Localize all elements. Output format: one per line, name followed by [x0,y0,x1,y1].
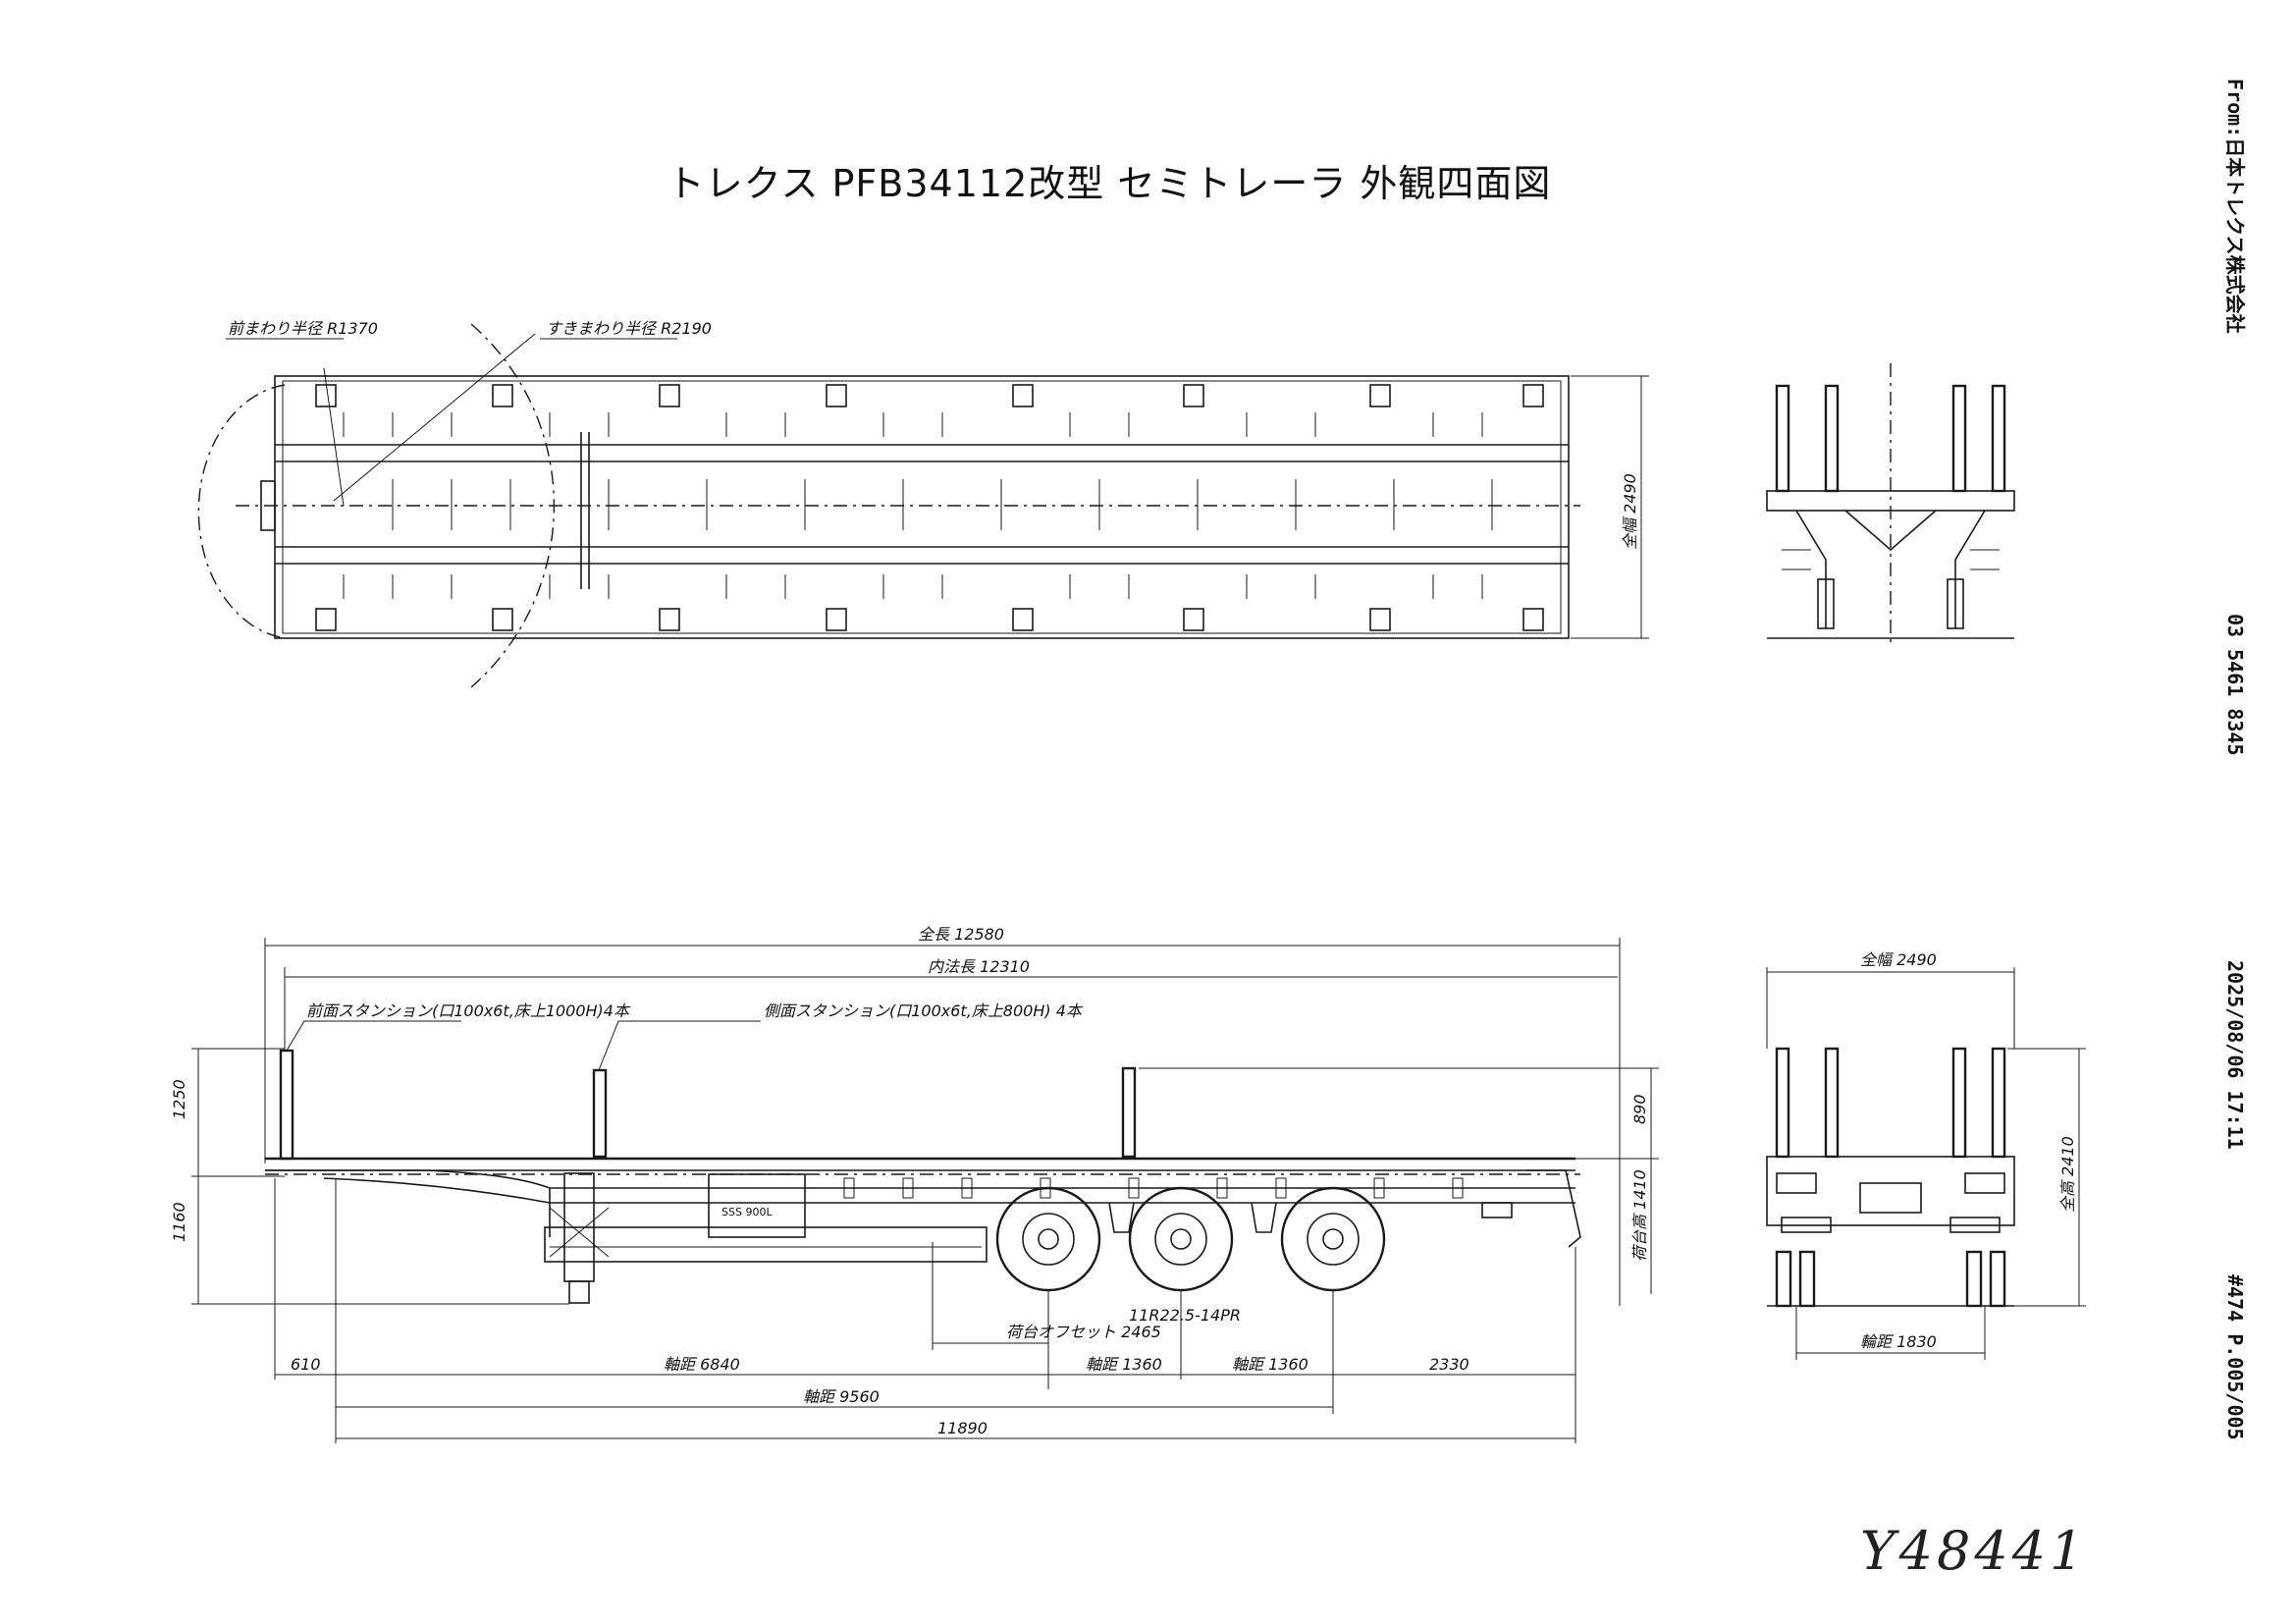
fax-page: #474 P.005/005 [2223,1274,2247,1440]
fax-datetime: 2025/08/06 17:11 [2223,960,2247,1150]
length-11890: 11890 [937,1419,988,1437]
height-1250: 1250 [170,1079,188,1119]
wheels [995,1186,1386,1292]
fax-sender: From:日本トレクス株式会社 [2223,79,2247,334]
front-view [1766,363,2015,648]
deck-offset: 荷台オフセット 2465 [1006,1323,1161,1341]
tire-size: 11R22.5-14PR [1129,1306,1241,1325]
plan-width-dimension: 全幅 2490 [1621,473,1639,550]
drawing-title: トレクス PFB34112改型 セミトレーラ 外観四面図 [667,162,1552,205]
height-1160: 1160 [170,1202,188,1242]
stanchion-height-890: 890 [1630,1094,1649,1124]
rear-view: 全幅 2490 全高 2410 輪距 1830 [1766,950,2086,1360]
kingpin-offset-610: 610 [291,1355,321,1374]
rear-overhang-2330: 2330 [1429,1355,1469,1374]
deck-height-1410: 荷台高 1410 [1630,1169,1649,1262]
toolbox-plate: SSS 900L [721,1206,773,1218]
overall-length: 全長 12580 [918,925,1004,944]
fax-header: From:日本トレクス株式会社 03 5461 8345 2025/08/06 … [2223,79,2247,1440]
fax-phone: 03 5461 8345 [2223,614,2247,756]
axle-spacing-2: 軸距 1360 [1232,1355,1308,1374]
rear-height: 全高 2410 [2058,1136,2077,1213]
wheelbase-9560: 軸距 9560 [803,1387,880,1406]
wheelbase-6840: 軸距 6840 [664,1355,740,1374]
rear-width: 全幅 2490 [1860,950,1937,969]
rear-turning-radius: すきまわり半径 R2190 [546,319,712,338]
front-turning-radius: 前まわり半径 R1370 [228,319,378,338]
stake-pockets [315,384,1544,631]
inner-length: 内法長 12310 [928,957,1030,976]
side-view: SSS 900L 全長 [170,925,1659,1443]
handwritten-id: Y48441 [1860,1520,2087,1582]
side-stanchion-label: 側面スタンション(口100x6t,床上800H) 4本 [764,1001,1084,1020]
rear-track: 輪距 1830 [1860,1332,1937,1351]
plan-view: 前まわり半径 R1370 すきまわり半径 R2190 全幅 2490 [197,319,1649,688]
axle-spacing-1: 軸距 1360 [1086,1355,1162,1374]
front-stanchion-label: 前面スタンション(口100x6t,床上1000H)4本 [306,1001,631,1020]
